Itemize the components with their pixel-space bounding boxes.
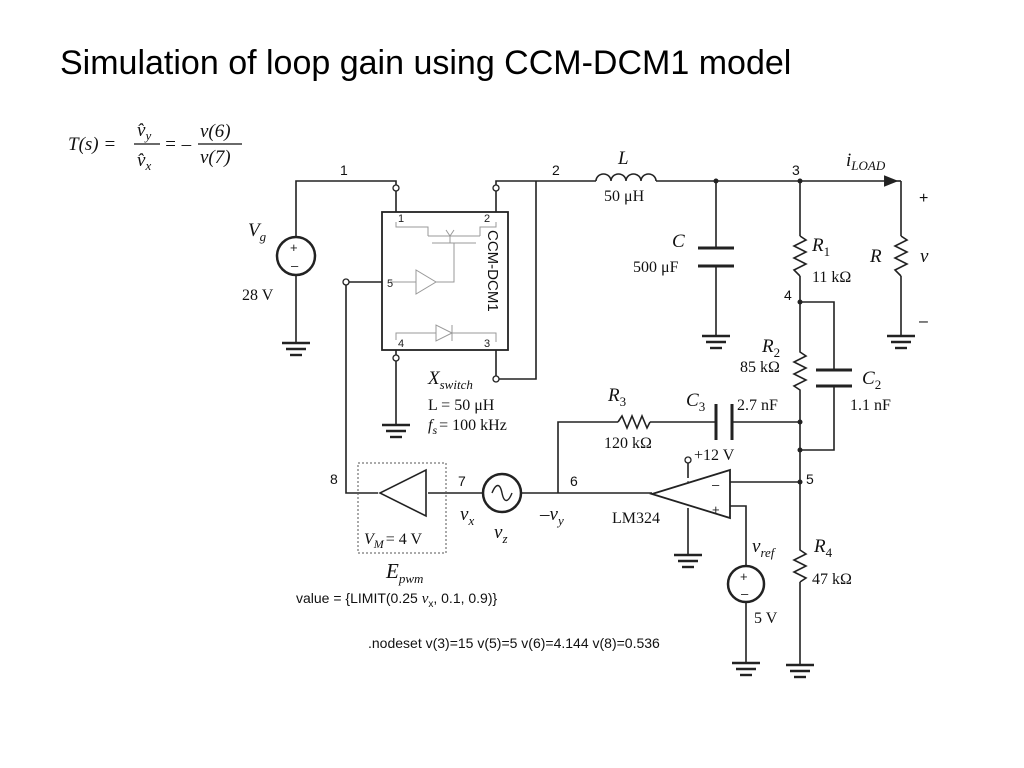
c3-name: C3 xyxy=(686,390,705,414)
vref-minus: – xyxy=(741,586,749,601)
ground-icon xyxy=(702,334,730,350)
loop-gain-formula: T(s) = v̂y v̂x = – v(6) v(7) xyxy=(68,120,242,173)
epwm-name: Epwm xyxy=(385,559,423,586)
switch-pin-4: 4 xyxy=(398,338,404,350)
r2-value: 85 kΩ xyxy=(740,359,780,376)
vz-label: vz xyxy=(494,522,508,546)
vz-source: vz xyxy=(481,472,523,546)
load-resistor: R v + – iLOAD xyxy=(846,150,929,330)
resistor-r3: R3 120 kΩ xyxy=(604,385,652,452)
load-v-label: v xyxy=(920,246,929,267)
r4-name: R4 xyxy=(813,536,833,560)
node-labels: 1 2 3 4 5 6 7 8 xyxy=(330,162,814,489)
pin-terminals xyxy=(342,184,692,464)
cap-c-value: 500 μF xyxy=(633,259,679,276)
vref-source: + – vref 5 V xyxy=(726,536,778,627)
vg-minus: – xyxy=(291,258,299,273)
capacitor-c3: C3 2.7 nF xyxy=(686,390,778,440)
switch-model-label: CCM-DCM1 xyxy=(484,230,501,312)
node-label-8: 8 xyxy=(330,471,338,487)
ground-icon xyxy=(382,423,410,439)
slide-title: Simulation of loop gain using CCM-DCM1 m… xyxy=(60,44,792,82)
epwm-value-expr: value = {LIMIT(0.25 vx, 0.1, 0.9)} xyxy=(296,590,498,610)
vref-value: 5 V xyxy=(754,610,778,627)
node-label-3: 3 xyxy=(792,162,800,178)
formula-frac2-num: v(6) xyxy=(200,121,231,142)
load-plus: + xyxy=(919,190,928,207)
ccm-dcm1-switch-block: 1 2 3 4 5 CCM-DCM1 xyxy=(381,191,509,376)
c3-value: 2.7 nF xyxy=(737,397,778,414)
opamp-name: LM324 xyxy=(612,510,660,527)
r1-value: 11 kΩ xyxy=(812,269,851,286)
node-label-2: 2 xyxy=(552,162,560,178)
iload-label: iLOAD xyxy=(846,150,886,173)
inductor-l: L 50 μH xyxy=(595,148,657,205)
resistor-r2: R2 85 kΩ xyxy=(740,336,808,394)
inductor-value: 50 μH xyxy=(604,188,645,205)
node-label-7: 7 xyxy=(458,473,466,489)
r3-name: R3 xyxy=(607,385,626,409)
vref-label: vref xyxy=(752,536,777,560)
inductor-name: L xyxy=(617,148,629,169)
r3-value: 120 kΩ xyxy=(604,435,652,452)
ground-icon xyxy=(786,663,814,679)
switch-params: Xswitch L = 50 μH fs= 100 kHz xyxy=(427,368,507,437)
node-label-6: 6 xyxy=(570,473,578,489)
node-label-4: 4 xyxy=(784,287,792,303)
vm-label: VM= 4 V xyxy=(364,531,423,551)
ground-symbols xyxy=(282,334,915,679)
vg-plus: + xyxy=(290,240,298,255)
ground-icon xyxy=(732,661,760,677)
switch-param-l: L = 50 μH xyxy=(428,397,495,414)
formula-frac2-den: v(7) xyxy=(200,147,231,168)
opamp-minus: – xyxy=(712,477,720,492)
opamp-supply: +12 V xyxy=(694,447,735,464)
node-label-1: 1 xyxy=(340,162,348,178)
switch-pin-2: 2 xyxy=(484,213,490,225)
wires xyxy=(295,175,902,665)
ground-icon xyxy=(674,553,702,569)
cap-c-name: C xyxy=(672,231,685,252)
vg-value: 28 V xyxy=(242,287,274,304)
vg-source: + – xyxy=(275,235,317,277)
resistor-r1: R1 11 kΩ xyxy=(792,235,851,286)
switch-param-fs: fs= 100 kHz xyxy=(428,417,507,437)
r1-name: R1 xyxy=(811,235,830,259)
c2-value: 1.1 nF xyxy=(850,397,891,414)
opamp-plus: + xyxy=(712,502,720,517)
switch-pin-1: 1 xyxy=(398,213,404,225)
nodeset-line: .nodeset v(3)=15 v(5)=5 v(6)=4.144 v(8)=… xyxy=(368,635,660,651)
capacitor-c2: C2 1.1 nF xyxy=(816,368,891,414)
xswitch-label: Xswitch xyxy=(427,368,473,392)
load-minus: – xyxy=(919,313,928,330)
junction-dots xyxy=(713,178,803,485)
formula-lhs: T(s) = xyxy=(68,134,116,155)
epwm-block: VM= 4 V Epwm value = {LIMIT(0.25 vx, 0.1… xyxy=(296,462,498,610)
load-r-name: R xyxy=(869,246,882,267)
c2-name: C2 xyxy=(862,368,881,392)
ground-icon xyxy=(887,334,915,350)
formula-frac1-den: v̂x xyxy=(137,150,151,173)
node-label-5: 5 xyxy=(806,471,814,487)
r4-value: 47 kΩ xyxy=(812,571,852,588)
switch-pin-5: 5 xyxy=(387,278,393,290)
opamp-lm324: – + +12 V LM324 xyxy=(612,447,735,527)
vg-label: Vg xyxy=(248,220,267,244)
vy-label: –vy xyxy=(539,504,564,528)
vx-label: vx xyxy=(460,504,474,528)
resistor-r4: R4 47 kΩ xyxy=(792,536,852,588)
r2-name: R2 xyxy=(761,336,780,360)
ground-icon xyxy=(282,341,310,357)
vref-plus: + xyxy=(740,569,748,584)
formula-frac1-num: v̂y xyxy=(137,120,151,143)
switch-pin-3: 3 xyxy=(484,338,490,350)
capacitor-c: C 500 μF xyxy=(633,231,734,276)
formula-eq-minus: = – xyxy=(164,134,192,155)
